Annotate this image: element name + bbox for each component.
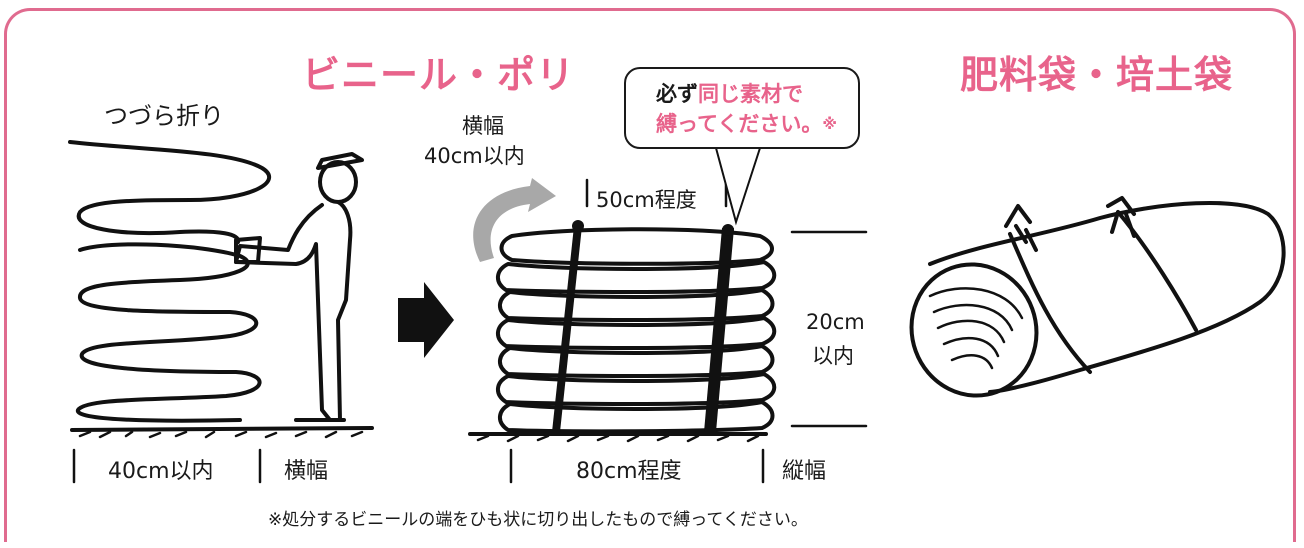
zigzag-fold-label: つづら折り xyxy=(104,102,224,130)
bottom-left-value: 40cm以内 xyxy=(108,459,214,484)
callout-instruction: 縛ってください。 xyxy=(656,112,823,136)
bottom-mid-label: 縦幅 xyxy=(782,459,827,484)
vinyl-bundle-icon xyxy=(496,220,777,434)
bottom-left-label: 横幅 xyxy=(284,459,329,484)
curved-arrow-icon xyxy=(473,178,556,262)
zigzag-vinyl-icon xyxy=(68,140,271,423)
fertilizer-title: 肥料袋・培土袋 xyxy=(960,53,1234,97)
callout-note-mark: ※ xyxy=(822,115,837,133)
same-material-callout: 必ず同じ素材で 縛ってください。※ xyxy=(624,67,860,149)
bottom-mid-value: 80cm程度 xyxy=(576,459,682,484)
bundle-width-label: 50cm程度 xyxy=(596,188,697,212)
top-width-value: 40cm以内 xyxy=(424,144,525,168)
callout-emphasis: 同じ素材で xyxy=(698,82,803,106)
height-guide-lines xyxy=(790,230,868,428)
top-width-label: 横幅 xyxy=(462,114,504,138)
right-arrow-icon xyxy=(398,282,454,358)
callout-plain: 必ず xyxy=(656,82,698,106)
person-folding-icon xyxy=(234,152,364,422)
rolled-bag-icon xyxy=(909,196,1286,398)
vinyl-title: ビニール・ポリ xyxy=(302,53,576,97)
callout-line2: 縛ってください。※ xyxy=(656,109,858,139)
height-value: 20cm xyxy=(806,310,865,334)
ground-left xyxy=(70,426,374,432)
bottom-dimension-ticks xyxy=(72,448,765,484)
height-label: 以内 xyxy=(812,344,854,368)
callout-line1: 必ず同じ素材で xyxy=(656,79,858,109)
footnote: ※処分するビニールの端をひも状に切り出したもので縛ってください。 xyxy=(268,510,808,530)
